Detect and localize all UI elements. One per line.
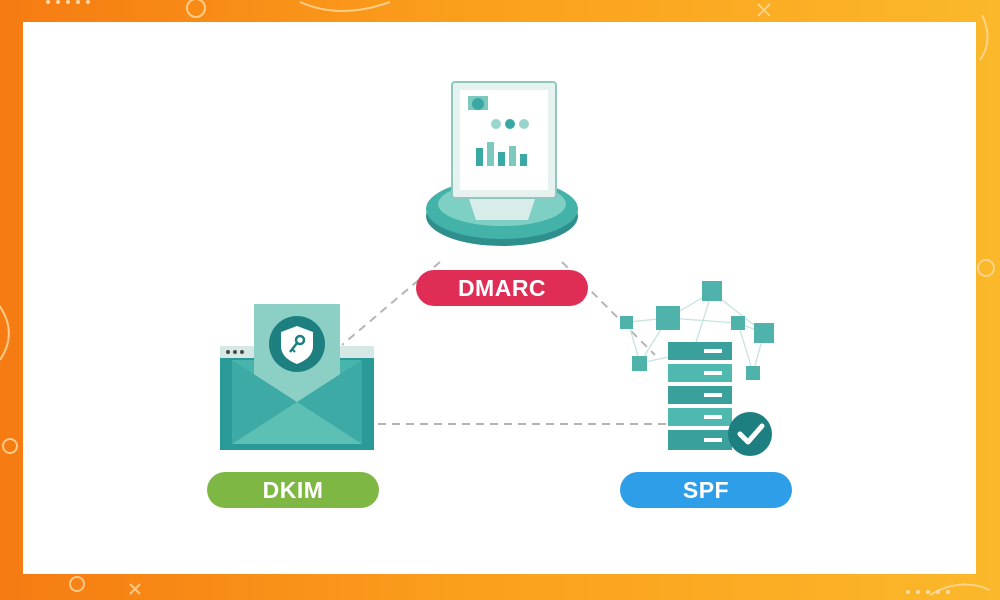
spf-label: SPF	[620, 472, 792, 508]
monitor-dashboard-icon	[426, 81, 578, 246]
envelope-key-shield-icon	[220, 304, 374, 450]
dkim-label: DKIM	[207, 472, 379, 508]
server-network-check-icon	[620, 281, 774, 456]
dmarc-label: DMARC	[416, 270, 588, 306]
